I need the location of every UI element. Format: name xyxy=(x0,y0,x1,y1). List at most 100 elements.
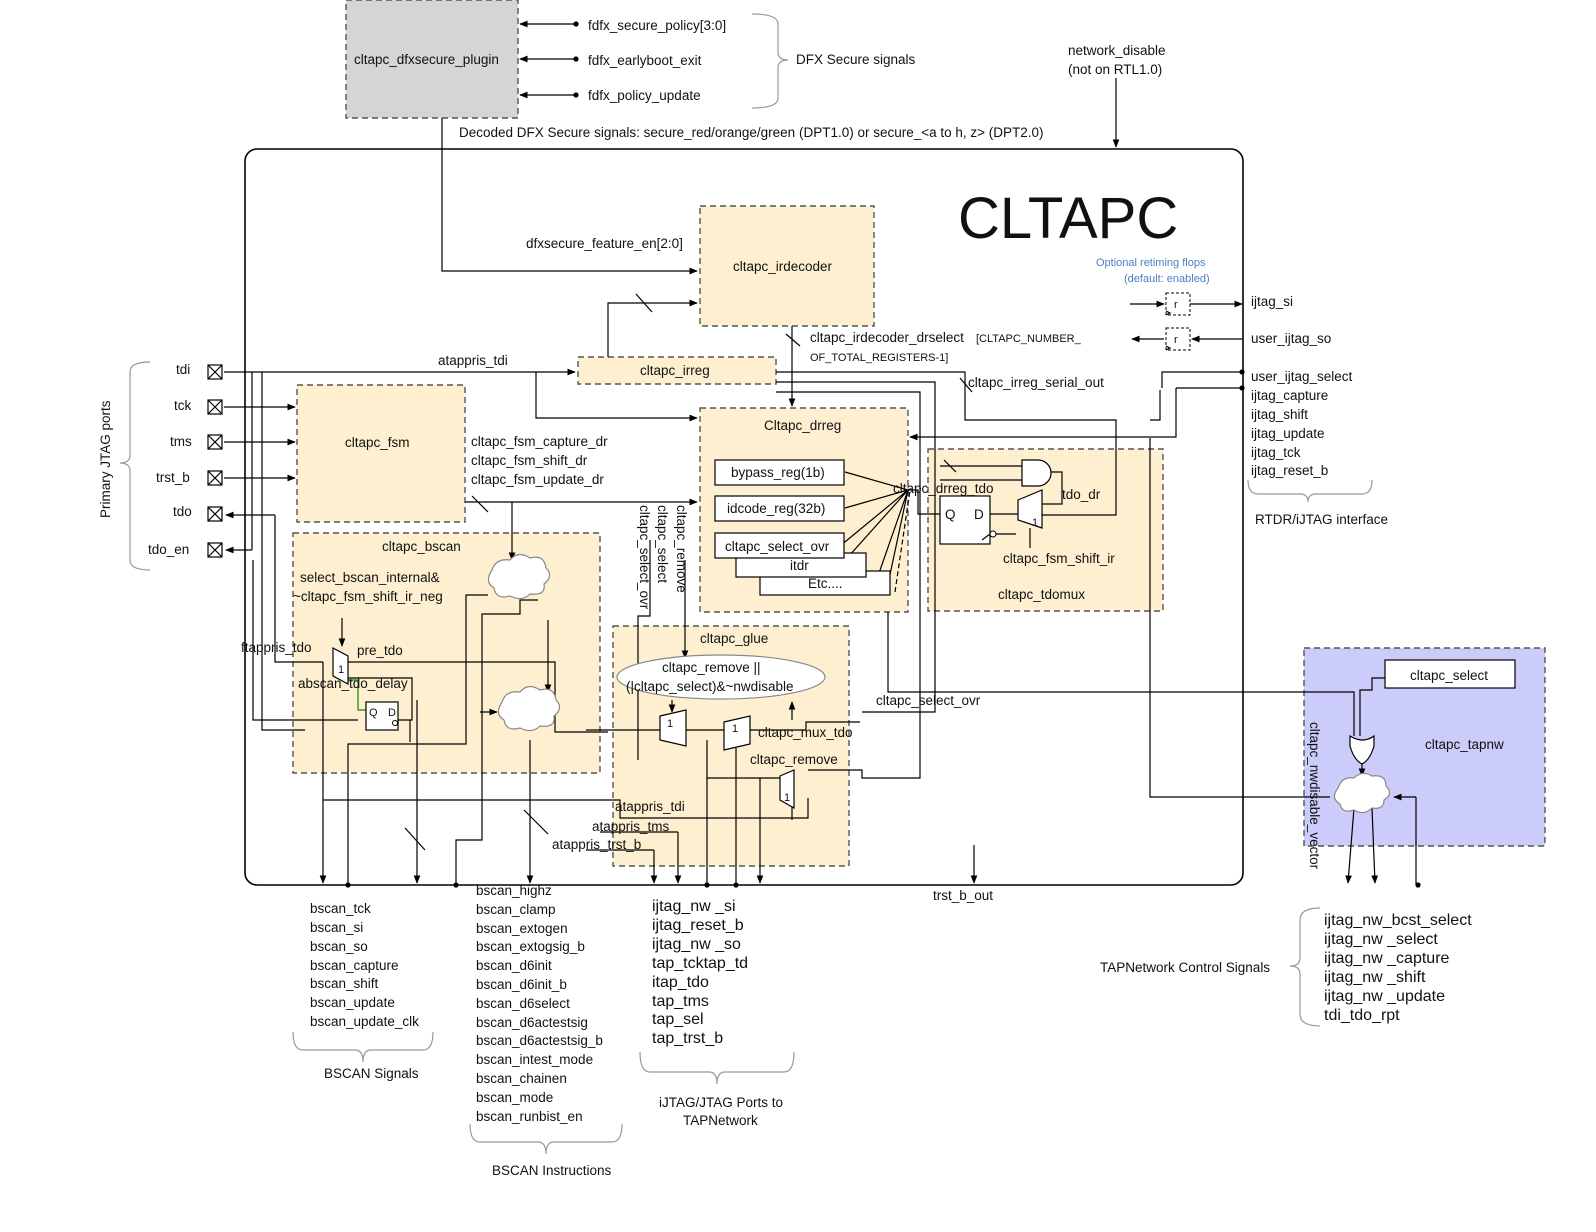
ijtag-port-6: tap_sel xyxy=(652,1011,704,1028)
bscan-instr-5: bscan_d6init_b xyxy=(476,977,567,992)
bscan-instr-4: bscan_d6init xyxy=(476,958,552,973)
bscan-instr-1: bscan_clamp xyxy=(476,902,556,917)
retime-flop-so-icon xyxy=(1165,327,1191,351)
rtdr-shift: ijtag_shift xyxy=(1251,407,1308,422)
irdecoder-block xyxy=(699,205,875,327)
decoded-secure-label: Decoded DFX Secure signals: secure_red/o… xyxy=(459,125,1044,140)
tdomux-label: cltapc_tdomux xyxy=(998,587,1085,602)
ijtag-port-3: tap_tcktap_td xyxy=(652,955,748,972)
rtdr-update: ijtag_update xyxy=(1251,426,1325,441)
reg-box-bypass xyxy=(714,459,845,486)
secure-group-label: DFX Secure signals xyxy=(796,52,916,67)
glue-remove-label: cltapc_remove xyxy=(750,752,838,767)
port-tck: tck xyxy=(174,398,192,413)
pin-tms-icon xyxy=(207,434,223,450)
retime-r-1: r xyxy=(1174,299,1178,311)
pre-tdo-label: pre_tdo xyxy=(357,643,403,658)
tapnw-select-box xyxy=(1384,659,1516,689)
tapnw-sig-0: ijtag_nw_bcst_select xyxy=(1324,912,1472,929)
bscan-mux-one: 1 xyxy=(338,664,344,676)
wires xyxy=(224,20,1421,888)
bscan-select-2: ~cltapc_fsm_shift_ir_neg xyxy=(293,589,443,604)
glue-tms-label: atappris_tms xyxy=(592,819,670,834)
vertical-select: cltapc_select xyxy=(655,505,670,583)
atappris-tdi-label: atappris_tdi xyxy=(438,353,508,368)
port-tdi: tdi xyxy=(176,362,190,377)
rtdr-user-so: user_ijtag_so xyxy=(1251,331,1331,346)
vertical-remove: cltapc_remove xyxy=(674,505,689,593)
rtdr-tck: ijtag_tck xyxy=(1251,445,1301,460)
irdecoder-out-range-2: OF_TOTAL_REGISTERS-1] xyxy=(810,352,948,364)
glue-trst-label: atappris_trst_b xyxy=(552,837,641,852)
bscan-flop-icon xyxy=(365,701,399,731)
bscan-instr-6: bscan_d6select xyxy=(476,996,570,1011)
fsm-update-dr: cltapc_fsm_update_dr xyxy=(471,472,604,487)
tapnw-select-label: cltapc_select xyxy=(1410,668,1488,683)
bscan-flop-q: Q xyxy=(369,707,378,719)
abscan-delay-label: abscan_tdo_delay xyxy=(298,676,408,691)
pin-tdo-icon xyxy=(207,506,223,522)
bscan-select-1: select_bscan_internal& xyxy=(300,570,440,585)
bscan-sig-5: bscan_update xyxy=(310,995,395,1010)
glue-remove-mux-one: 1 xyxy=(784,792,790,804)
feature-en-label: dfxsecure_feature_en[2:0] xyxy=(526,236,683,251)
brace-dfx-secure xyxy=(751,13,789,109)
ijtag-ports-label-1: iJTAG/JTAG Ports to xyxy=(659,1095,783,1110)
reg-select-ovr-label: cltapc_select_ovr xyxy=(725,539,830,554)
fsm-label: cltapc_fsm xyxy=(345,435,410,450)
glue-cloud-line-1: cltapc_remove || xyxy=(662,660,761,675)
bscan-cloud-1-icon xyxy=(487,553,551,600)
reg-idcode-label: idcode_reg(32b) xyxy=(727,501,825,516)
rtdr-reset: ijtag_reset_b xyxy=(1251,463,1328,478)
glue-cloud-line-2: (|cltapc_select)&~nwdisable xyxy=(626,679,793,694)
ijtag-ports-label-2: TAPNetwork xyxy=(683,1113,758,1128)
fsm-capture-dr: cltapc_fsm_capture_dr xyxy=(471,434,608,449)
labels: CLTAPC cltapc_dfxsecure_plugin fdfx_secu… xyxy=(98,18,1504,1178)
drreg-label: Cltapc_drreg xyxy=(764,418,841,433)
bscan-instr-3: bscan_extogsig_b xyxy=(476,939,585,954)
tapnw-sig-5: tdi_tdo_rpt xyxy=(1324,1007,1400,1024)
irdecoder-out-range-1: [CLTAPC_NUMBER_ xyxy=(976,333,1082,345)
irreg-serial-out-label: cltapc_irreg_serial_out xyxy=(968,375,1104,390)
brace-rtdr xyxy=(1247,479,1373,503)
tapnw-signals-label: TAPNetwork Control Signals xyxy=(1100,960,1270,975)
bscan-instructions-label: BSCAN Instructions xyxy=(492,1163,612,1178)
bscan-instr-11: bscan_mode xyxy=(476,1090,553,1105)
tdomux-mux-icon xyxy=(1017,489,1043,529)
tapnw-sig-4: ijtag_nw _update xyxy=(1324,988,1445,1005)
bscan-sig-3: bscan_capture xyxy=(310,958,399,973)
reg-etc-label: Etc.... xyxy=(808,576,843,591)
brace-bscan-signals xyxy=(292,1031,434,1063)
trst-b-out-label: trst_b_out xyxy=(933,888,993,903)
bscan-cloud-2-icon xyxy=(497,685,561,732)
bscan-instr-10: bscan_chainen xyxy=(476,1071,567,1086)
bscan-sig-0: bscan_tck xyxy=(310,901,371,916)
ijtag-port-5: tap_tms xyxy=(652,993,709,1010)
vertical-select-ovr: cltapc_select_ovr xyxy=(637,505,652,610)
diagram-title: CLTAPC xyxy=(958,186,1178,251)
bscan-label: cltapc_bscan xyxy=(382,539,461,554)
bscan-instr-9: bscan_intest_mode xyxy=(476,1052,593,1067)
cltapc-boundary xyxy=(244,148,1244,886)
rtdr-label: RTDR/iJTAG interface xyxy=(1255,512,1388,527)
secure-input-earlyboot: fdfx_earlyboot_exit xyxy=(588,53,702,68)
glue-tdi-label: atappris_tdi xyxy=(615,799,685,814)
rtdr-capture: ijtag_capture xyxy=(1251,388,1328,403)
tapnw-sig-3: ijtag_nw _shift xyxy=(1324,969,1426,986)
pin-tdi-icon xyxy=(207,364,223,380)
brace-tapnw-signals xyxy=(1289,907,1321,1027)
flop-q: Q xyxy=(945,507,956,522)
glue-mux-1-one: 1 xyxy=(667,718,673,730)
glue-mux-2-one: 1 xyxy=(732,723,738,735)
brace-primary-ports xyxy=(119,361,151,571)
dfxsecure-plugin-block xyxy=(345,0,519,119)
network-disable-label: network_disable xyxy=(1068,43,1166,58)
tapnw-sig-2: ijtag_nw _capture xyxy=(1324,950,1450,967)
pin-tdo-en-icon xyxy=(207,542,223,558)
select-ovr-right-label: cltapc_select_ovr xyxy=(876,693,981,708)
tapnw-sig-1: ijtag_nw _select xyxy=(1324,931,1438,948)
ijtag-port-4: itap_tdo xyxy=(652,974,709,991)
fsm-shift-ir-label: cltapc_fsm_shift_ir xyxy=(1003,551,1115,566)
tdomux-mux-one: 1 xyxy=(1032,517,1038,529)
